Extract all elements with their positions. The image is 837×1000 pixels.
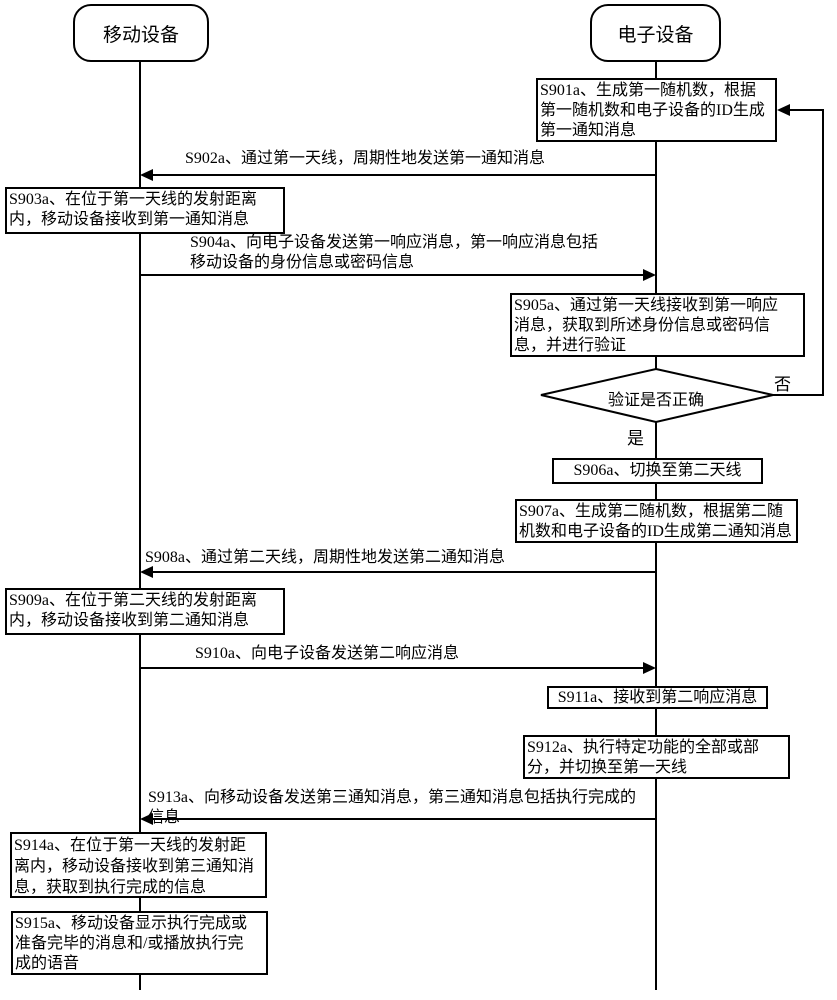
message-line-s910a [140, 667, 644, 669]
message-line-s908a [148, 571, 656, 573]
no-branch-arrowhead-icon [777, 104, 790, 116]
step-box-s914a: S914a、在位于第一天线的发射距 离内，移动设备接收到第三通知消 息，获取到执… [10, 832, 267, 898]
message-line-s902a [148, 174, 656, 176]
decision-label: 验证是否正确 [607, 392, 704, 409]
no-branch-bottom-line [773, 394, 824, 396]
no-branch-vertical-line [822, 109, 824, 396]
step-box-s906a: S906a、切换至第二天线 [552, 458, 763, 484]
decision-no-label: 否 [774, 375, 791, 394]
message-label-s902a: S902a、通过第一天线，周期性地发送第一通知消息 [185, 150, 546, 167]
lifeline-mobile-device [139, 62, 141, 990]
message-label-s908a: S908a、通过第二天线，周期性地发送第二通知消息 [145, 549, 506, 566]
step-box-s901a: S901a、生成第一随机数，根据 第一随机数和电子设备的ID生成 第一通知消息 [536, 78, 777, 142]
step-box-s911a: S911a、接收到第二响应消息 [547, 686, 768, 709]
message-arrowhead-s910a [643, 662, 656, 674]
step-box-s912a: S912a、执行特定功能的全部或部 分，并切换至第一天线 [523, 735, 790, 779]
actor-electronic-device: 电子设备 [590, 4, 721, 62]
message-arrowhead-s908a [140, 566, 153, 578]
step-box-s903a: S903a、在位于第一天线的发射距离 内，移动设备接收到第一通知消息 [5, 187, 285, 234]
message-arrowhead-s902a [140, 169, 153, 181]
step-box-s907a: S907a、生成第二随机数，根据第二随 机数和电子设备的ID生成第二通知消息 [515, 499, 798, 543]
message-line-s904a [140, 274, 644, 276]
step-box-s909a: S909a、在位于第二天线的发射距离 内，移动设备接收到第二通知消息 [5, 588, 285, 635]
no-branch-top-line [789, 109, 824, 111]
message-line-s913a [148, 818, 656, 820]
decision-yes-label: 是 [627, 429, 644, 448]
actor-mobile-device: 移动设备 [73, 4, 209, 62]
decision-diamond [540, 367, 774, 424]
message-label-s913a: S913a、向移动设备发送第三通知消息，第三通知消息包括执行完成的 信息 [148, 789, 637, 826]
message-arrowhead-s913a [140, 813, 153, 825]
message-label-s904a: S904a、向电子设备发送第一响应消息，第一响应消息包括 移动设备的身份信息或密… [190, 234, 599, 271]
message-label-s910a: S910a、向电子设备发送第二响应消息 [195, 645, 460, 662]
step-box-s915a: S915a、移动设备显示执行完成或 准备完毕的消息和/或播放执行完 成的语音 [11, 911, 268, 975]
message-arrowhead-s904a [643, 269, 656, 281]
step-box-s905a: S905a、通过第一天线接收到第一响应 消息，获取到所述身份信息或密码信 息，并… [510, 293, 805, 357]
